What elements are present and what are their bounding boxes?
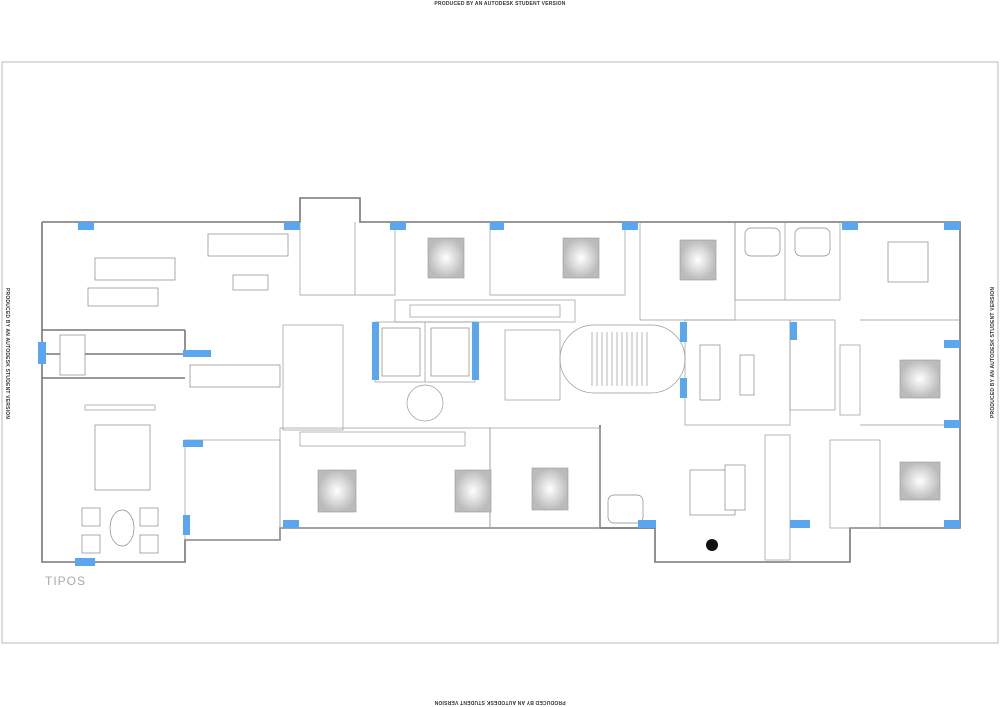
- plan-label: TIPOS: [45, 574, 87, 588]
- structural-columns: [38, 222, 960, 566]
- stair: [559, 324, 686, 394]
- furniture: [59, 227, 831, 554]
- drawing-frame: [1, 61, 999, 644]
- elevators: [381, 327, 470, 422]
- beds: [317, 237, 941, 513]
- interior-walls: [84, 222, 960, 561]
- watermark-top: PRODUCED BY AN AUTODESK STUDENT VERSION: [434, 1, 566, 7]
